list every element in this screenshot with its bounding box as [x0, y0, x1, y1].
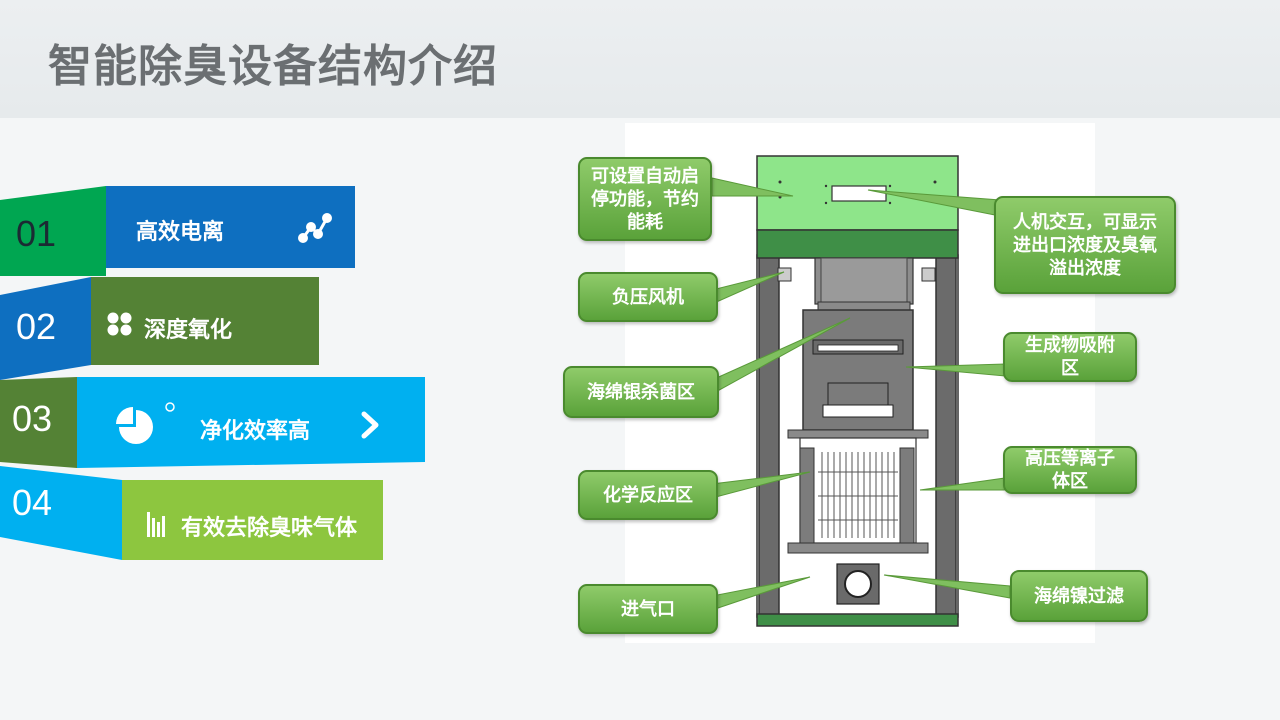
feature-number-03: 03	[12, 398, 53, 439]
dots-cluster-icon	[107, 312, 132, 336]
ribbon-02-tab	[0, 277, 91, 380]
lower-shelf	[787, 542, 929, 554]
ribbon-03-bar	[77, 377, 425, 468]
line-graph-icon	[298, 213, 332, 243]
chevron-right-icon	[361, 411, 379, 439]
feature-label-01: 高效电离	[136, 220, 225, 245]
ribbon-04-tab	[0, 466, 122, 560]
callout-sponge-silver: 海绵银杀菌区	[563, 366, 719, 418]
inlet-port	[844, 570, 872, 598]
callout-auto-start-stop: 可设置自动启停功能，节约能耗	[578, 157, 712, 241]
feature-label-04: 有效去除臭味气体	[181, 516, 358, 541]
callout-air-inlet: 进气口	[578, 584, 718, 634]
ribbon-04-bar	[122, 480, 383, 560]
callout-adsorption: 生成物吸附区	[1003, 332, 1137, 382]
ribbon-01-tab	[0, 186, 106, 276]
callout-leaders	[711, 177, 1011, 611]
callout-negative-fan: 负压风机	[578, 272, 718, 322]
callout-sponge-nickel: 海绵镍过滤	[1010, 570, 1148, 622]
callout-chemical: 化学反应区	[578, 470, 718, 520]
feature-number-04: 04	[12, 482, 53, 523]
ribbon-03-tab	[0, 377, 77, 468]
callout-hmi: 人机交互，可显示进出口浓度及臭氧溢出浓度	[994, 196, 1176, 294]
fan-body	[820, 257, 908, 303]
feature-number-02: 02	[16, 306, 57, 347]
bar-chart-icon	[147, 512, 165, 537]
right-leg	[935, 254, 957, 616]
left-leg	[758, 254, 780, 616]
plasma-zone-shelf	[787, 429, 929, 439]
feature-number-01: 01	[16, 213, 57, 254]
top-band	[756, 229, 959, 259]
pie-chart-icon	[116, 402, 175, 444]
feature-label-02: 深度氧化	[144, 318, 233, 343]
header-bar: 智能除臭设备结构介绍	[0, 0, 1280, 118]
electrode-array	[818, 452, 898, 538]
base-plate	[756, 613, 959, 627]
feature-label-03: 净化效率高	[200, 419, 311, 444]
callout-plasma: 高压等离子体区	[1003, 446, 1137, 494]
page-title: 智能除臭设备结构介绍	[48, 41, 498, 92]
display-window	[831, 185, 887, 202]
